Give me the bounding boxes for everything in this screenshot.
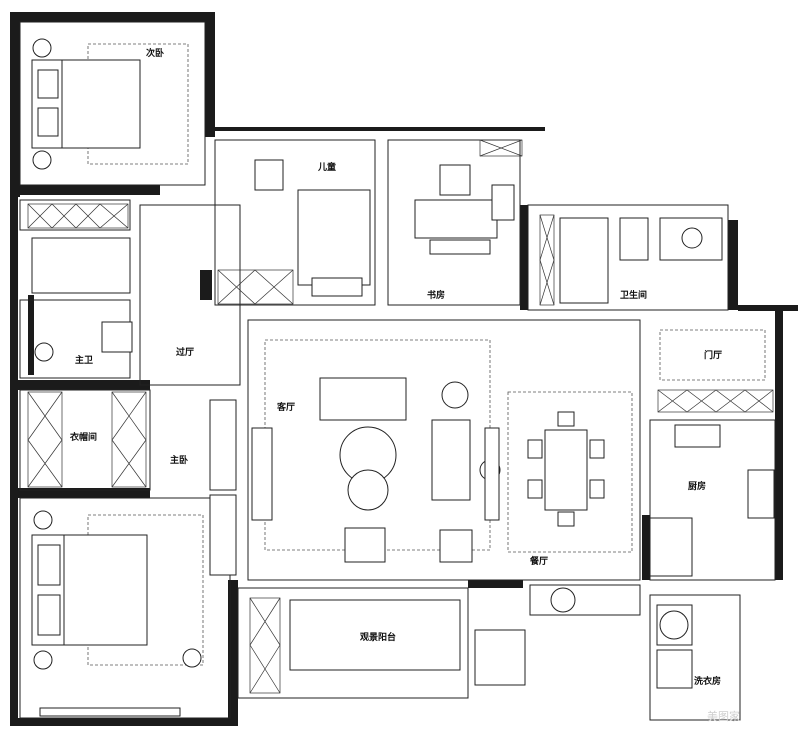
watermark: 美图家 — [707, 709, 740, 723]
room-label-master-bedroom: 主卧 — [170, 454, 188, 466]
room-label-dining-room: 餐厅 — [529, 555, 548, 567]
room-label-kids-room: 儿童 — [317, 161, 336, 173]
room-label-closet: 衣帽间 — [70, 431, 97, 443]
room-label-laundry: 洗衣房 — [694, 675, 721, 687]
room-label-kitchen: 厨房 — [688, 480, 706, 492]
room-label-study: 书房 — [427, 289, 445, 301]
room-label-entrance: 门厅 — [704, 349, 722, 361]
wall-layer — [10, 12, 798, 726]
line-layer — [19, 21, 776, 721]
room-label-second-bedroom: 次卧 — [146, 47, 164, 59]
room-label-balcony: 观景阳台 — [360, 631, 396, 643]
room-label-corridor: 过厅 — [176, 346, 194, 358]
room-labels: 次卧 儿童 书房 卫生间 主卫 过厅 门厅 客厅 衣帽间 主卧 厨房 餐厅 观景… — [70, 47, 740, 723]
room-label-living-room: 客厅 — [276, 401, 295, 413]
room-label-guest-bath: 卫生间 — [620, 289, 647, 301]
room-label-master-bath: 主卫 — [75, 354, 93, 366]
